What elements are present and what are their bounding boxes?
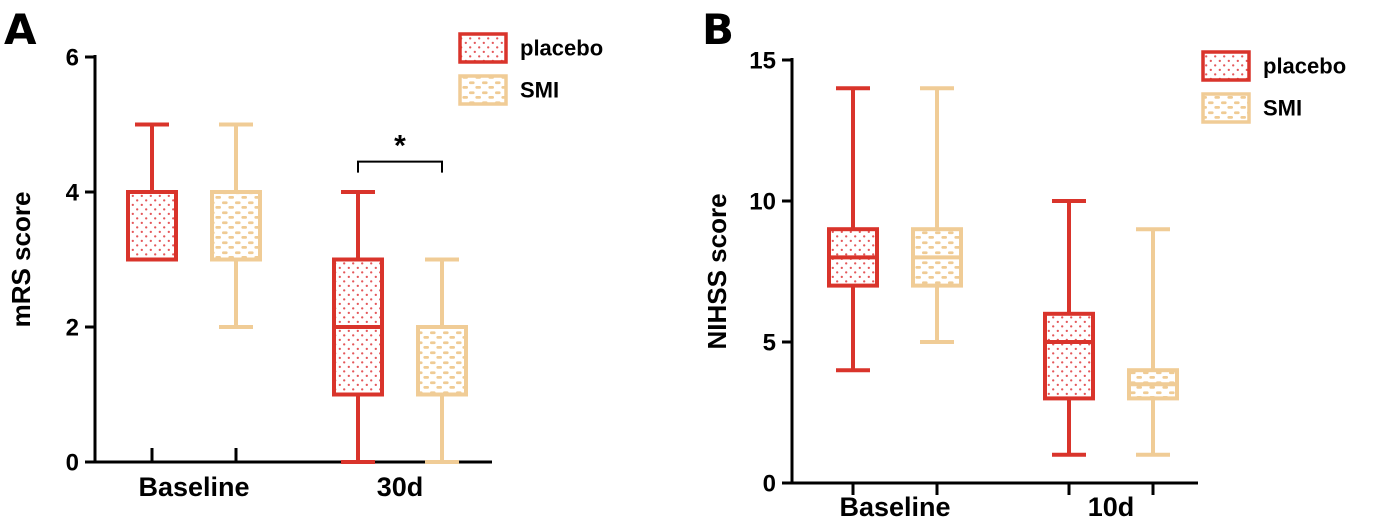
box-placebo-10d xyxy=(1043,199,1095,457)
iqr-box xyxy=(126,190,178,262)
legend-label-SMI: SMI xyxy=(520,78,559,103)
y-tick-label: 0 xyxy=(66,449,79,476)
iqr-box xyxy=(1043,311,1095,401)
legend-swatch-placebo xyxy=(1201,50,1251,82)
box-SMI-10d xyxy=(1127,227,1179,457)
y-tick-label: 6 xyxy=(66,44,79,71)
legend-swatch-placebo xyxy=(458,32,508,64)
y-axis-title: mRS score xyxy=(6,192,36,328)
box-SMI-30d xyxy=(416,257,468,464)
legend-label-SMI: SMI xyxy=(1263,96,1302,121)
significance-asterisk: * xyxy=(394,130,406,163)
x-category-label: Baseline xyxy=(839,492,950,522)
legend-label-placebo: placebo xyxy=(520,36,603,61)
y-tick-label: 10 xyxy=(749,188,776,215)
box-SMI-Baseline xyxy=(911,86,963,344)
box-placebo-Baseline xyxy=(126,122,178,262)
panel-letter: B xyxy=(702,5,734,54)
panel-letter: A xyxy=(4,5,37,54)
significance-bracket xyxy=(357,160,443,173)
legend-label-placebo: placebo xyxy=(1263,54,1346,79)
iqr-box xyxy=(210,190,262,262)
box-placebo-Baseline xyxy=(827,86,879,373)
legend-swatch-SMI xyxy=(1201,92,1251,124)
x-category-label: Baseline xyxy=(138,472,249,502)
y-tick-label: 4 xyxy=(66,179,80,206)
x-category-label: 10d xyxy=(1088,492,1135,522)
y-tick-label: 5 xyxy=(763,329,776,356)
y-tick-label: 2 xyxy=(66,314,79,341)
x-category-label: 30d xyxy=(377,472,424,502)
y-tick-label: 15 xyxy=(749,47,776,74)
legend-swatch-SMI xyxy=(458,74,508,106)
y-axis-title: NIHSS score xyxy=(702,193,732,349)
box-SMI-Baseline xyxy=(210,122,262,329)
iqr-box xyxy=(416,325,468,397)
y-tick-label: 0 xyxy=(763,470,776,497)
box-placebo-30d xyxy=(332,190,384,464)
